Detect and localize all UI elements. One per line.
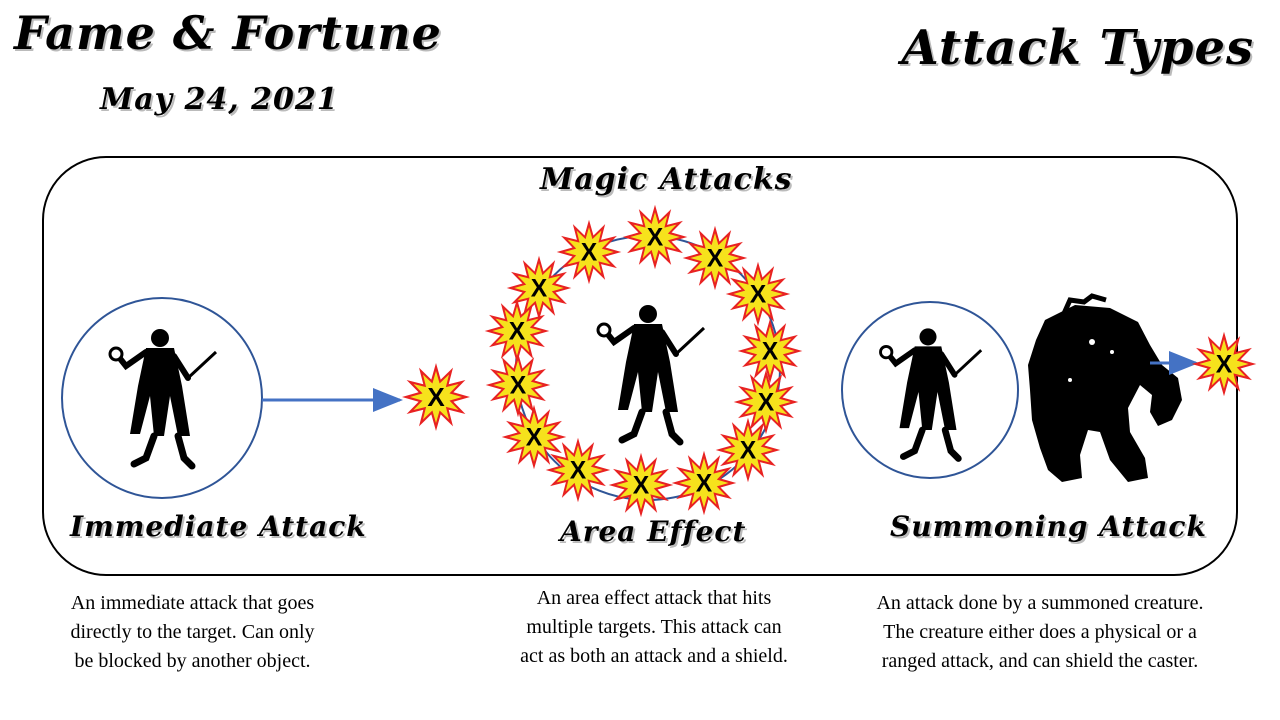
area-effect-description: An area effect attack that hits multiple… (520, 587, 788, 667)
burst-x-mark: X (758, 390, 775, 417)
caster-icon (598, 305, 704, 442)
burst-x-mark: X (633, 473, 650, 500)
explosion-burst-icon: X (671, 450, 737, 516)
burst-x-mark: X (509, 319, 526, 346)
explosion-burst-icon: X (715, 417, 781, 483)
creature-icon (1028, 293, 1182, 482)
burst-x-mark: X (740, 438, 757, 465)
immediate-attack-label: Immediate Attack (70, 510, 367, 543)
burst-x-mark: X (526, 425, 543, 452)
explosion-burst-icon: X (402, 363, 470, 431)
summon-caster-circle (841, 301, 1019, 479)
page-title: Fame & Fortune (14, 6, 442, 60)
immediate-caster-circle (61, 297, 263, 499)
explosion-burst-icon: X (501, 404, 567, 470)
magic-attacks-heading: Magic Attacks (540, 162, 793, 197)
summoning-attack-description: An attack done by a summoned creature. T… (876, 592, 1204, 672)
burst-x-mark: X (707, 246, 724, 273)
burst-x-mark: X (762, 339, 779, 366)
burst-x-mark: X (510, 373, 527, 400)
explosion-burst-icon: X (506, 255, 572, 321)
topic-title: Attack Types (901, 20, 1254, 76)
explosion-burst-icon: X (608, 452, 674, 518)
explosion-burst-icon: X (622, 204, 688, 270)
burst-x-mark: X (750, 282, 767, 309)
page-date: May 24, 2021 (100, 82, 339, 117)
explosion-burst-icon: X (733, 369, 799, 435)
explosion-burst-icon: X (725, 261, 791, 327)
explosion-burst-icon: X (485, 352, 551, 418)
caster-icon (110, 329, 216, 466)
explosion-burst-icon: X (737, 318, 803, 384)
summoning-attack-label: Summoning Attack (890, 510, 1207, 543)
burst-x-mark: X (570, 458, 587, 485)
burst-x-mark: X (581, 240, 598, 267)
explosion-burst-icon: X (1191, 331, 1257, 397)
burst-x-mark: X (531, 276, 548, 303)
immediate-attack-description: An immediate attack that goes directly t… (70, 592, 315, 672)
explosion-burst-icon: X (484, 298, 550, 364)
burst-x-mark: X (427, 382, 445, 412)
burst-x-mark: X (696, 471, 713, 498)
burst-x-mark: X (1216, 352, 1233, 379)
caster-icon (881, 328, 982, 458)
burst-x-mark: X (647, 225, 664, 252)
explosion-burst-icon: X (682, 225, 748, 291)
area-effect-label: Area Effect (560, 515, 747, 548)
explosion-burst-icon: X (556, 219, 622, 285)
explosion-burst-icon: X (545, 437, 611, 503)
